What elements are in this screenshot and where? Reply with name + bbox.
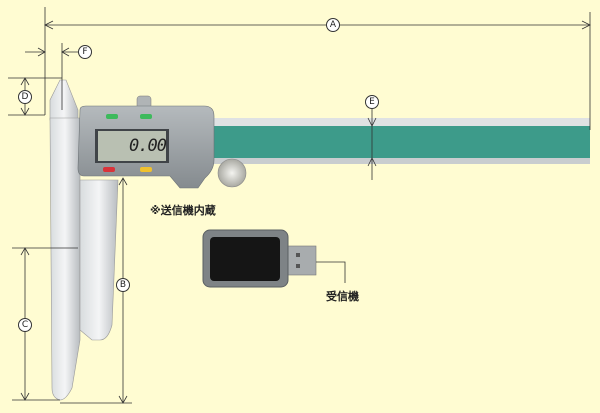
dimension-c-label: C [18,318,32,332]
red-button [103,167,115,172]
usb-receiver [202,229,317,288]
fixed-jaw [49,79,119,401]
transmitter-note: ※送信機内蔵 [150,204,216,217]
green-button [140,114,152,119]
receiver-label: 受信機 [326,290,359,303]
green-button [106,114,118,119]
dimension-b-label: B [116,278,130,292]
lcd-reading: 0.00 [129,136,167,156]
yellow-button [140,167,152,172]
dimension-d-label: D [18,90,32,104]
dimension-f-label: F [78,45,92,59]
dimension-e-label: E [365,95,379,109]
display-unit [77,95,247,189]
dimension-a-label: A [326,18,340,32]
thumb-wheel [217,158,247,188]
